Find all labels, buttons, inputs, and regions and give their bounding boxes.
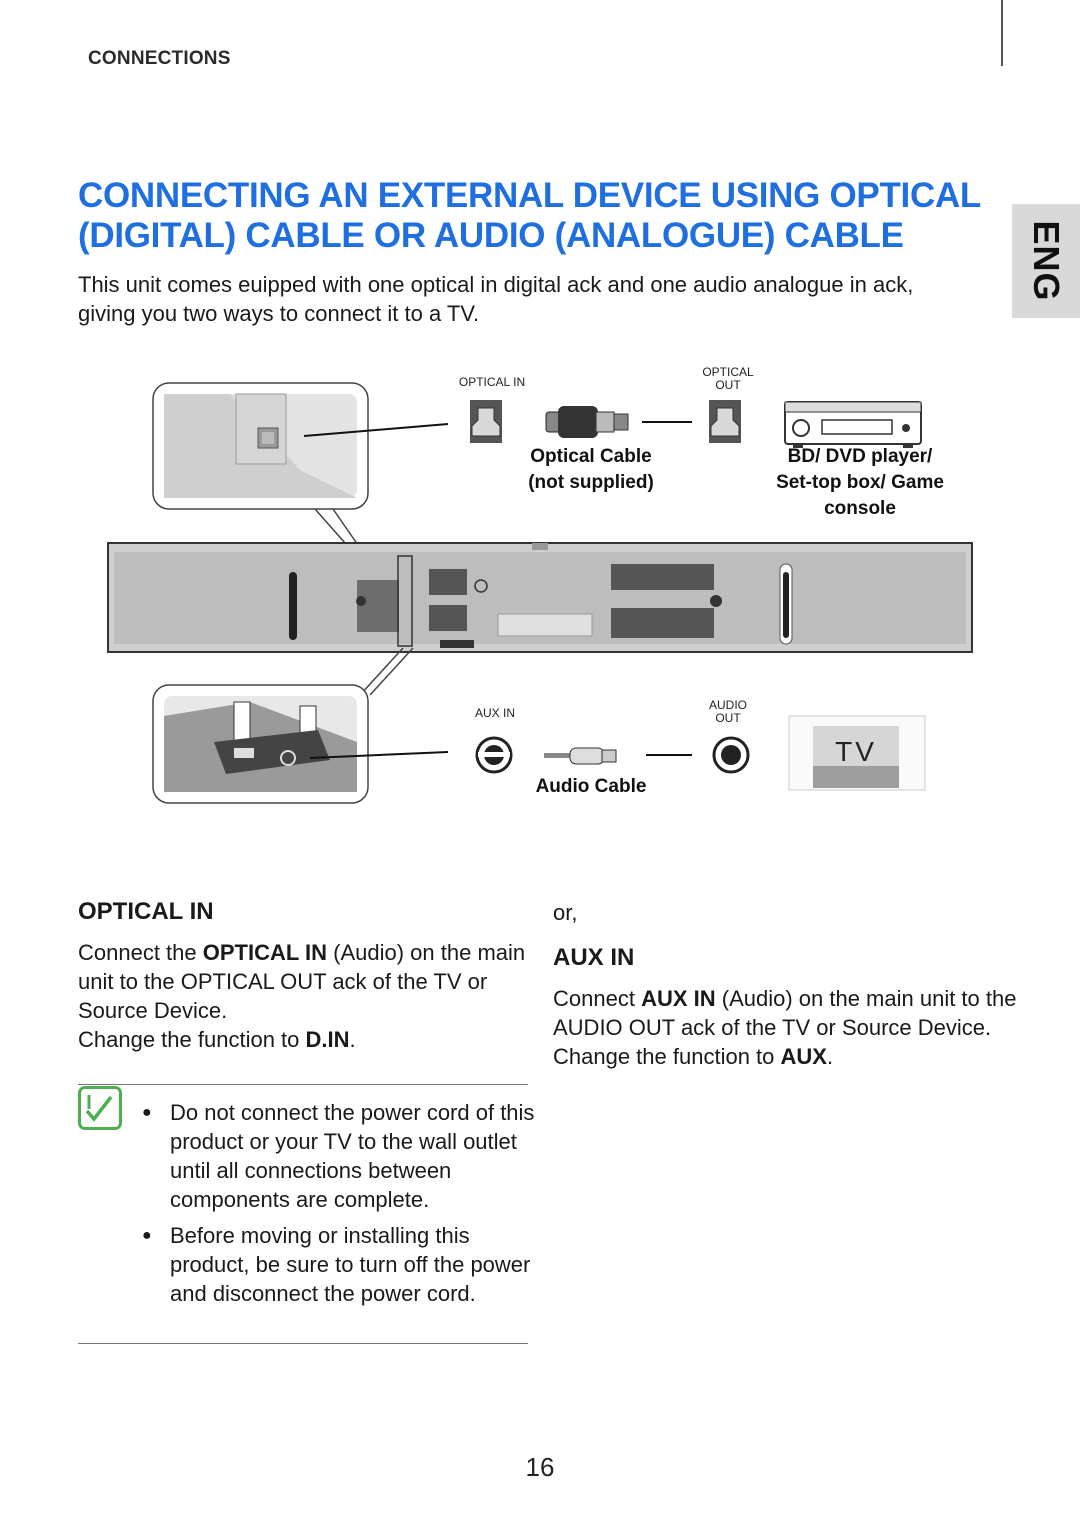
- aux-step-2-text-a: Change the function to: [553, 1044, 781, 1069]
- tv-label: TV: [835, 736, 877, 767]
- aux-in-port-label: AUX IN: [474, 706, 515, 720]
- bullet-icon: ●: [142, 1104, 152, 1121]
- aux-in-instructions: Connect AUX IN (Audio) on the main unit …: [553, 984, 1021, 1071]
- optical-step-2-text-a: Change the function to: [78, 1027, 306, 1052]
- optical-port-callout: [152, 382, 449, 621]
- optical-in-instructions: Connect the OPTICAL IN (Audio) on the ma…: [78, 938, 528, 1054]
- bullet-icon: ●: [142, 1227, 152, 1244]
- optical-in-heading: OPTICAL IN: [78, 898, 214, 925]
- optical-in-port-icon: [470, 400, 502, 443]
- aux-step-2-text-b: .: [826, 1044, 834, 1069]
- page-title-line-2: (DIGITAL) CABLE OR AUDIO (ANALOGUE) CABL…: [78, 216, 904, 255]
- optical-cable-label: Optical Cable (not supplied): [500, 444, 682, 496]
- or-separator: or,: [553, 900, 578, 925]
- intro-line-1: This unit comes euipped with one optical…: [78, 272, 914, 297]
- aux-in-heading: AUX IN: [553, 944, 635, 971]
- intro-line-2: giving you two ways to connect it to a T…: [78, 301, 480, 326]
- optical-cable-icon: [545, 406, 692, 438]
- optical-in-step-1: Connect the OPTICAL IN (Audio) on the ma…: [78, 938, 528, 1025]
- optical-step-2-keyword: D.IN: [305, 1027, 350, 1052]
- note-item: ● Before moving or installing this produc…: [140, 1221, 550, 1308]
- optical-cable-label-line-2: (not supplied): [528, 472, 654, 493]
- optical-in-step-2: Change the function to D.IN.: [78, 1025, 528, 1054]
- audio-out-port-label: AUDIO OUT: [688, 699, 768, 725]
- intro-paragraph: This unit comes euipped with one optical…: [78, 270, 1008, 328]
- audio-out-label-line-1: AUDIO: [708, 698, 747, 712]
- section-label: CONNECTIONS: [88, 48, 231, 69]
- language-tab: ENG: [1012, 204, 1080, 318]
- optical-step-1-keyword: OPTICAL IN: [202, 940, 328, 965]
- tv-icon: [788, 715, 926, 791]
- optical-step-2-text-b: .: [349, 1027, 356, 1052]
- page-number: 16: [525, 1452, 555, 1482]
- optical-step-1-text-a: Connect the: [78, 940, 203, 965]
- optical-step-1-text-b: (Audio) on the main unit to the OPTICAL …: [78, 940, 526, 1023]
- audio-out-port-icon: [712, 736, 750, 774]
- note-pencil-check-icon: [85, 1095, 113, 1122]
- aux-step-1-keyword: AUX IN: [641, 986, 716, 1011]
- page-title-line-1: CONNECTING AN EXTERNAL DEVICE USING OPTI…: [78, 176, 981, 215]
- bd-dvd-player-icon: [784, 401, 922, 448]
- optical-out-label-line-2: OUT: [715, 378, 741, 392]
- aux-in-port-icon: [475, 736, 513, 774]
- soundbar-rear-panel: [107, 542, 973, 653]
- language-tab-label: ENG: [1026, 220, 1067, 302]
- optical-in-port-label: OPTICAL IN: [458, 375, 526, 389]
- aux-step-1-text-a: Connect: [553, 986, 642, 1011]
- note-item-text: Before moving or installing this product…: [170, 1223, 531, 1306]
- aux-in-step-1: Connect AUX IN (Audio) on the main unit …: [553, 984, 1021, 1042]
- note-item: ● Do not connect the power cord of this p…: [140, 1098, 550, 1214]
- source-device-label-line-2: Set-top box/ Game: [776, 472, 944, 493]
- audio-out-label-line-2: OUT: [715, 711, 741, 725]
- aux-step-1-text-b: (Audio) on the main unit to the AUDIO OU…: [553, 986, 1017, 1040]
- note-item-text: Do not connect the power cord of this pr…: [170, 1100, 535, 1212]
- source-device-label-line-3: console: [824, 498, 896, 519]
- optical-out-port-label: OPTICAL OUT: [688, 366, 768, 392]
- source-device-label: BD/ DVD player/ Set-top box/ Game consol…: [750, 444, 970, 522]
- audio-cable-label: Audio Cable: [535, 776, 647, 797]
- aux-step-2-keyword: AUX: [780, 1044, 827, 1069]
- aux-port-callout: [152, 647, 449, 804]
- aux-in-step-2: Change the function to AUX.: [553, 1042, 1021, 1071]
- note-icon: [78, 1086, 122, 1130]
- optical-cable-label-line-1: Optical Cable: [530, 446, 652, 467]
- source-device-label-line-1: BD/ DVD player/: [787, 446, 933, 467]
- audio-cable-icon: [544, 747, 692, 765]
- connection-diagram: [107, 382, 973, 804]
- optical-out-label-line-1: OPTICAL: [702, 365, 754, 379]
- note-list: ● Do not connect the power cord of this p…: [140, 1098, 550, 1315]
- header-divider: [1001, 0, 1003, 66]
- page-title: CONNECTING AN EXTERNAL DEVICE USING OPTI…: [78, 176, 1008, 256]
- optical-out-port-icon: [709, 400, 741, 443]
- note-box: [78, 1084, 528, 1344]
